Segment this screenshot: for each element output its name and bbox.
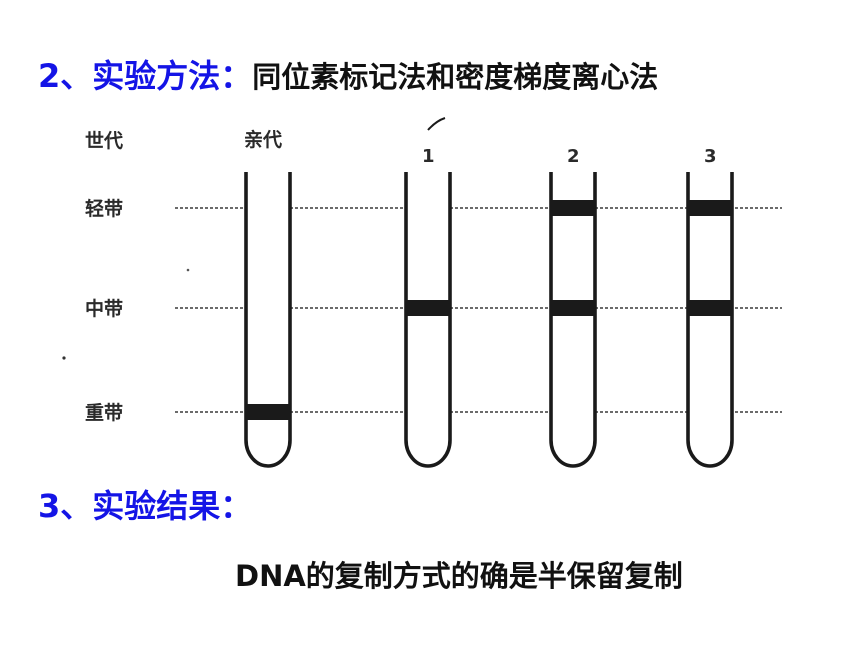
tube-0 (244, 172, 292, 468)
band-label-heavy: 重带 (85, 402, 123, 424)
dna-band-middle (407, 300, 449, 316)
dna-band-light (552, 200, 594, 216)
tube-label-1: 1 (422, 146, 435, 167)
band-label-light: 轻带 (85, 197, 123, 220)
tube-label-0: 亲代 (244, 128, 282, 151)
tube-3 (686, 172, 734, 468)
tube-outline (244, 172, 292, 468)
result-label: 3、实验结果： (38, 487, 253, 525)
tube-label-3: 3 (704, 146, 717, 167)
tube-outline (404, 172, 452, 468)
tube-1 (404, 172, 452, 468)
speck (186, 268, 190, 272)
tube-labels: 亲代 1 2 3 (244, 128, 717, 167)
dna-band-heavy (247, 404, 289, 420)
method-line: 2、实验方法：同位素标记法和密度梯度离心法 (38, 60, 658, 92)
dna-band-middle (689, 300, 731, 316)
method-text: 同位素标记法和密度梯度离心法 (252, 60, 659, 94)
speck (62, 356, 66, 360)
centrifuge-tubes (244, 172, 734, 468)
tube-label-2: 2 (567, 146, 580, 167)
row-header: 世代 (85, 130, 123, 152)
pen-mark (427, 117, 446, 131)
tube-2 (549, 172, 597, 468)
dna-band-light (689, 200, 731, 216)
tube-outline (686, 172, 734, 468)
tube-outline (549, 172, 597, 468)
method-label: 2、实验方法： (38, 57, 253, 95)
band-label-middle: 中带 (85, 297, 123, 320)
conclusion-text: DNA的复制方式的确是半保留复制 (235, 559, 683, 593)
dna-band-middle (552, 300, 594, 316)
